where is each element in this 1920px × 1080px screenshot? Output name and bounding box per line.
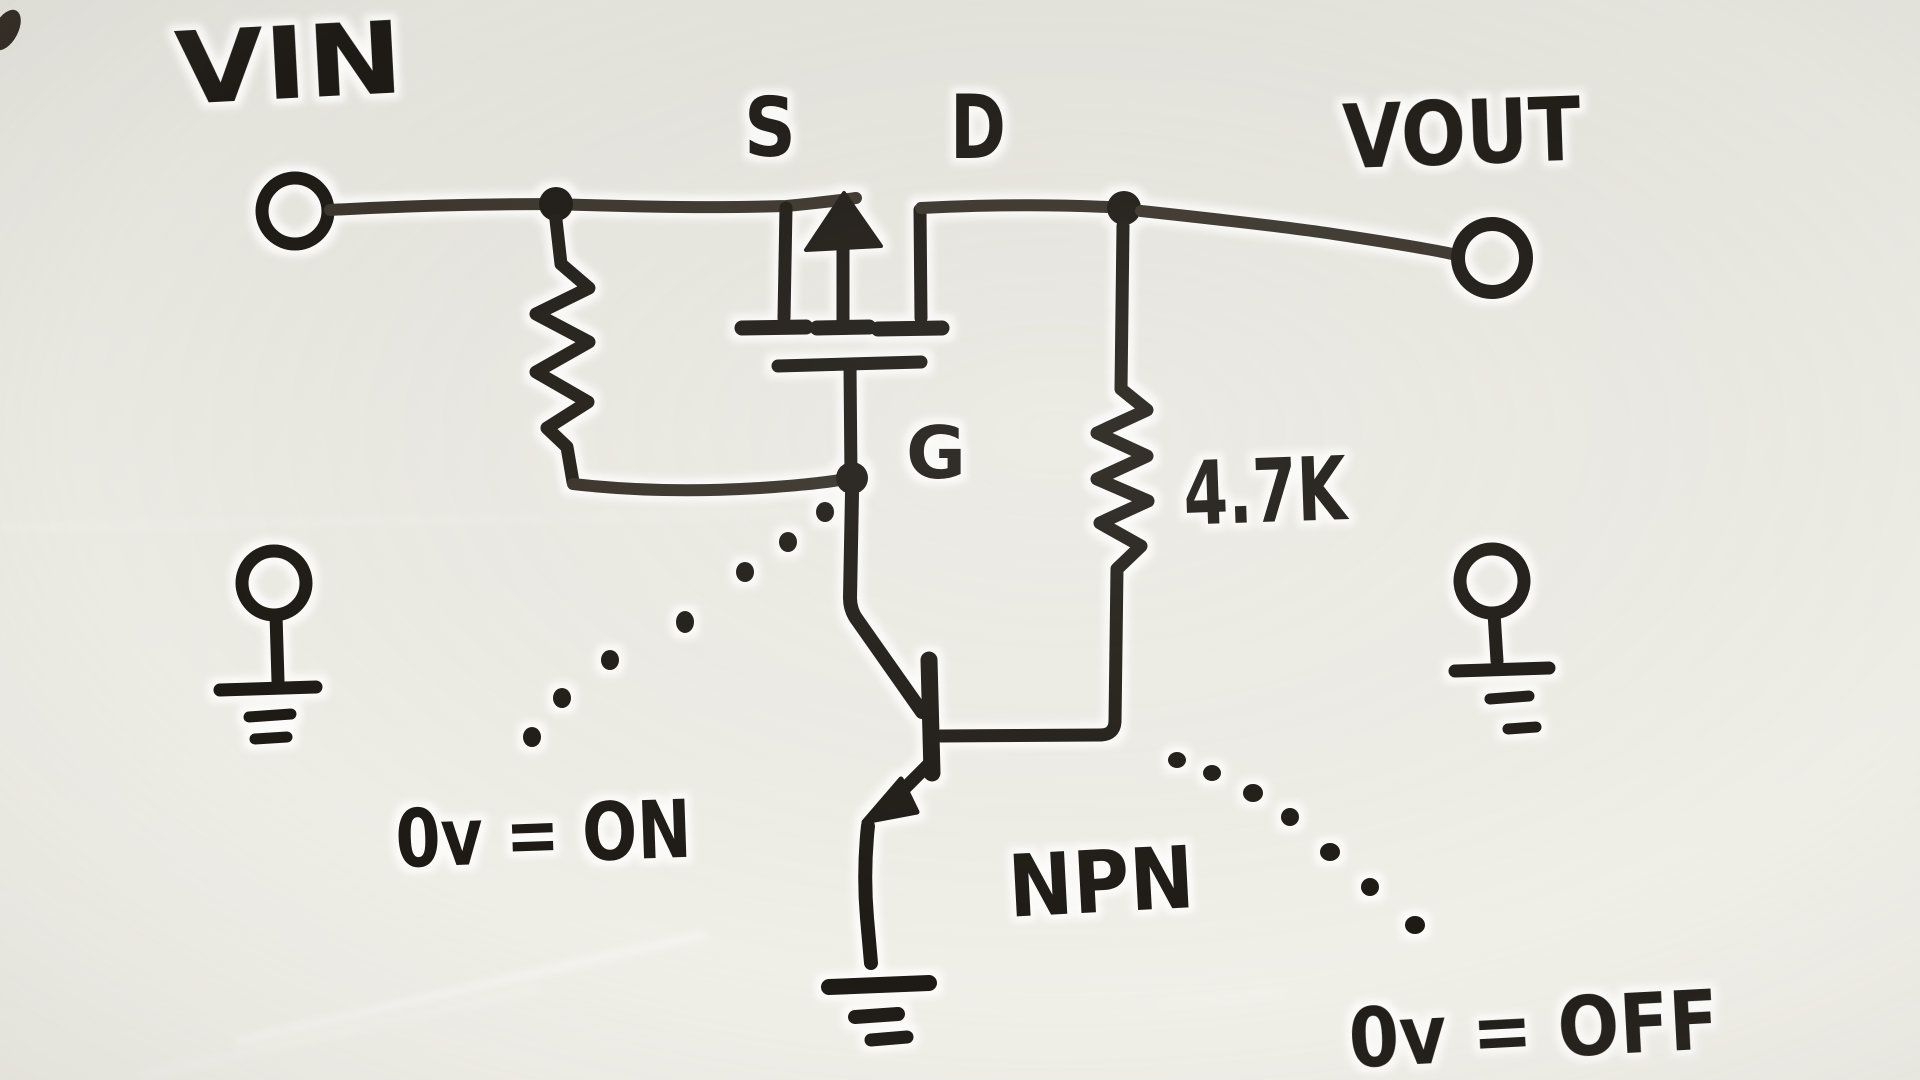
vin-label: VIN (172, 0, 406, 128)
npn-base-bar (920, 651, 941, 782)
mosfet-drain-lead (913, 203, 928, 325)
dotted-line-dot (1361, 878, 1379, 896)
ground-bar (848, 1007, 905, 1024)
dotted-line-dot (1243, 784, 1263, 802)
drain-pin-label: D (950, 76, 1006, 179)
ground-bar (864, 1030, 914, 1047)
dotted-line-dot (1320, 843, 1340, 861)
dotted-line-dot (676, 611, 694, 633)
mosfet-channel-bar-source (734, 319, 814, 336)
ground-bar (249, 731, 293, 745)
source-pin-label: S (744, 81, 796, 176)
resistor-value-label: 4.7K (1182, 437, 1351, 546)
ground-stem (1487, 606, 1504, 668)
dotted-line-dot (553, 688, 571, 708)
dotted-line-dot (1168, 752, 1186, 768)
ground-bar (1448, 661, 1556, 678)
dotted-line-dot (601, 650, 619, 670)
dotted-line-dot (1405, 916, 1425, 934)
ground-bar (243, 708, 297, 723)
ground-bar (213, 680, 323, 697)
mosfet-channel-bar-middle (809, 319, 877, 336)
dotted-line-dot (736, 562, 754, 582)
wire-drain-to-junction (915, 199, 1113, 214)
vout-label: VOUT (1341, 78, 1582, 189)
dotted-line-dot (1281, 808, 1299, 826)
npn-label: NPN (1006, 828, 1197, 938)
dotted-line-dot (523, 727, 541, 747)
dotted-line-dot (1203, 765, 1221, 781)
mosfet-gate-lead (843, 359, 858, 485)
ground-bar (821, 975, 937, 995)
wire-emitter-to-ground (858, 819, 878, 970)
ground-bar (1502, 721, 1542, 735)
ground-stem (269, 608, 285, 688)
dotted-line-dot (816, 502, 834, 522)
mosfet-channel-bar-drain (870, 320, 950, 337)
dotted-line-dot (779, 532, 797, 552)
gate-pin-label: G (906, 411, 966, 495)
note-off-label: 0v = OFF (1346, 973, 1720, 1080)
mosfet-source-lead (777, 201, 793, 325)
note-on-label: 0v = ON (394, 783, 693, 886)
ground-bar (1484, 690, 1535, 705)
